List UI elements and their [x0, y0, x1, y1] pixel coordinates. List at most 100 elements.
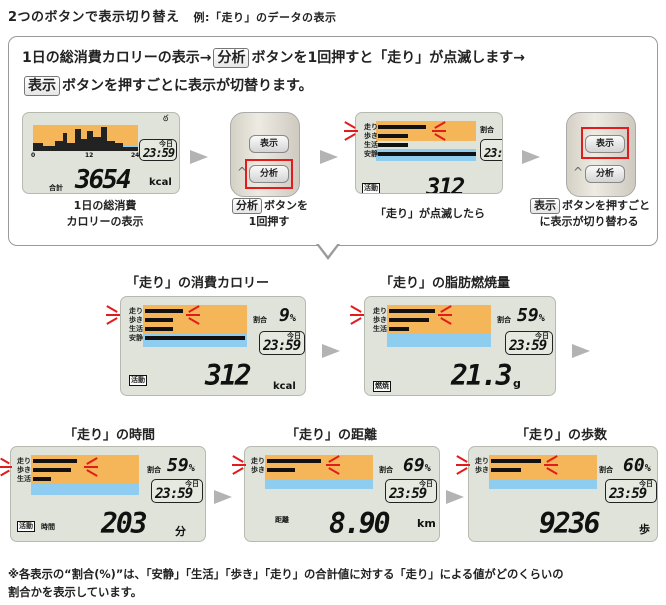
panel-value: 203 [101, 507, 148, 540]
tick-0: 0 [31, 152, 36, 159]
panel-unit: km [417, 517, 436, 530]
row-label: 生活 [17, 475, 31, 483]
caption-text: ボタンを [264, 199, 308, 212]
ratio-value: 59% [167, 455, 195, 476]
mode-badge: 活動 [362, 183, 380, 193]
step4-caption: 表示ボタンを押すごと に表示が切り替わる [516, 198, 662, 230]
panel-value: 21.3 [451, 359, 512, 392]
ratio-value: 69% [403, 455, 431, 476]
flow-arrow [320, 150, 338, 164]
caption-line: 1回押す [248, 215, 290, 228]
step3-caption: 「走り」が点滅したら [375, 207, 485, 220]
pct-number: 59 [167, 455, 189, 476]
ratio-label: 割合 [253, 316, 267, 324]
clock-time: 23:59 [263, 338, 301, 354]
pct-sign: % [188, 463, 195, 474]
row-labels: 走り歩き [251, 457, 265, 475]
flash-marks-right [324, 455, 344, 476]
clock-time: 23:59 [609, 486, 647, 502]
flash-marks-left [342, 121, 362, 142]
caption-line: に表示が切り替わる [539, 215, 639, 228]
calorie-value: 3654 [75, 165, 132, 194]
row-labels: 走り歩き [475, 457, 489, 475]
flash-marks-left [348, 305, 368, 326]
row-label: 生活 [364, 141, 378, 149]
pct-number: 69 [403, 455, 425, 476]
show-key-label: 表示 [530, 198, 560, 214]
clock-box: 今日 23:59 [139, 139, 177, 161]
instruction-text: 1日の総消費カロリーの表示→ [22, 50, 212, 66]
flow-arrow [190, 150, 208, 164]
panel-unit: 分 [175, 525, 186, 538]
footnote-line: ※各表示の“割合(%)”は、「安静」「生活」「歩き」「走り」の合計値に対する「走… [8, 568, 564, 581]
clock-time: 23:59 [509, 338, 547, 354]
mode-badge: 活動 [17, 521, 35, 532]
pct-number: 9 [279, 305, 290, 326]
caption-text: ボタンを押すごと [562, 199, 650, 212]
row-label: 安静 [364, 150, 378, 158]
bar-run [389, 309, 435, 313]
row-label: 走り [364, 123, 378, 131]
row-label: 走り [373, 307, 387, 315]
sub-label: 距離 [275, 516, 289, 524]
flash-marks-right [82, 457, 102, 478]
show-button[interactable]: 表示 [249, 135, 289, 153]
bar-walk [389, 318, 429, 322]
clock-time: 23:59 [389, 486, 427, 502]
panel-value: 9236 [539, 507, 600, 540]
row-label: 歩き [475, 466, 489, 474]
show-key-label: 表示 [24, 76, 60, 96]
title-text: 2つのボタンで表示切り替え [8, 10, 180, 25]
bar-life [389, 327, 409, 331]
panel-title-distance: 「走り」の距離 [286, 428, 378, 443]
bar-run [491, 459, 541, 463]
flash-marks-right [430, 121, 450, 142]
row-label: 歩き [251, 466, 265, 474]
ratio-value: 60% [623, 455, 651, 476]
tick-24: 24 [131, 152, 140, 159]
row-label: 生活 [129, 325, 143, 333]
instruction-text: ボタンを押すごとに表示が切替ります。 [62, 78, 313, 94]
panel-title-time: 「走り」の時間 [64, 428, 156, 443]
bar-walk [267, 468, 295, 472]
page-title: 2つのボタンで表示切り替え例:「走り」のデータの表示 [8, 6, 336, 25]
instruction-text: ボタンを1回押すと「走り」が点滅します→ [251, 50, 525, 66]
ratio-label: 割合 [599, 466, 613, 474]
footnote: ※各表示の“割合(%)”は、「安静」「生活」「歩き」「走り」の合計値に対する「走… [8, 566, 564, 602]
today-label: 今日 [287, 332, 301, 340]
sub-label: 時間 [41, 523, 55, 531]
row-labels: 走り歩き生活 [17, 457, 31, 484]
analyze-button[interactable]: 分析 [249, 165, 289, 183]
tick-12: 12 [85, 152, 94, 159]
today-label: 今日 [535, 332, 549, 340]
row-labels: 走り歩き生活安静 [364, 123, 378, 159]
clock-time: 23:59 [143, 146, 175, 160]
today-label: 今日 [159, 140, 173, 148]
bar-walk [33, 468, 71, 472]
total-label: 合計 [49, 184, 63, 192]
step2-caption: 分析ボタンを 1回押す [214, 198, 324, 230]
row-label: 歩き [129, 316, 143, 324]
ratio-label: 割合 [497, 316, 511, 324]
show-button[interactable]: 表示 [585, 135, 625, 153]
flash-marks-left [0, 457, 16, 478]
mode-badge: 燃焼 [373, 381, 391, 392]
bar-walk [145, 318, 173, 322]
bar-run [378, 125, 426, 129]
bubble-tail-inner [318, 243, 338, 256]
mode-badge: 活動 [129, 375, 147, 386]
bar-walk [378, 134, 408, 138]
analyze-button[interactable]: 分析 [585, 165, 625, 183]
bar-life [145, 327, 173, 331]
bar-run [267, 459, 321, 463]
pct-sign: % [289, 313, 296, 324]
today-label: 今日 [419, 480, 433, 488]
ratio-label: 割合 [147, 466, 161, 474]
